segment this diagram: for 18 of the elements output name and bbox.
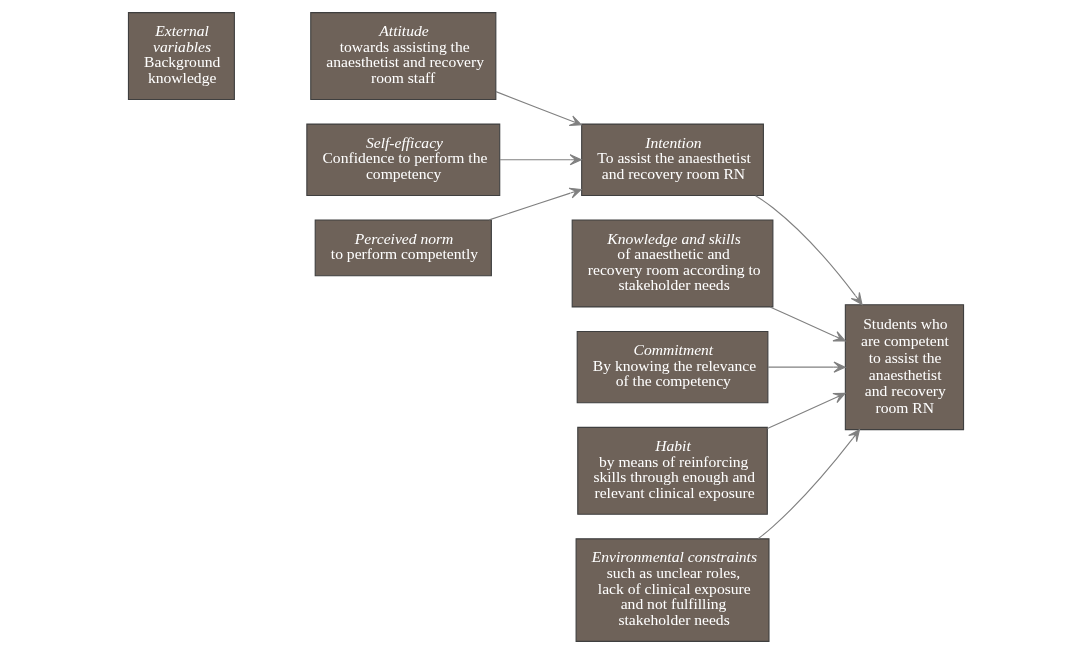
arrow [488,187,582,221]
node-box: External variables Background knowledge [127,12,235,101]
arrow [767,361,846,373]
node-box: Commitment By knowing the relevance of the competency [576,330,769,404]
node-box: Environmental constraints such as unclear roles, lack of clinical exposure and not fulfilling stakeholder needs [575,538,770,642]
node-box: Intention To assist the anaesthetist and recovery room RN [581,123,764,196]
node-box: Perceived norm to perform competently [314,219,492,277]
arrow [766,392,846,430]
node-box: Attitude towards assisting the anaesthetist and recovery room staff [310,12,497,101]
node-box: Knowledge and skills of anaesthetic and recovery room according to stakeholder needs [571,219,774,308]
node-box: Self-efficacy Confidence to perform the competency [306,123,501,196]
arrow [757,429,860,540]
arrow [495,91,582,126]
arrow [769,306,846,342]
node-box: Students who are competent to assist the anaesthetist and recovery room RN [844,304,965,431]
node-box: Habit by means of reinforcing skills through enough and relevant clinical exposure [577,426,768,515]
arrow [499,154,582,166]
arrow [755,195,863,305]
